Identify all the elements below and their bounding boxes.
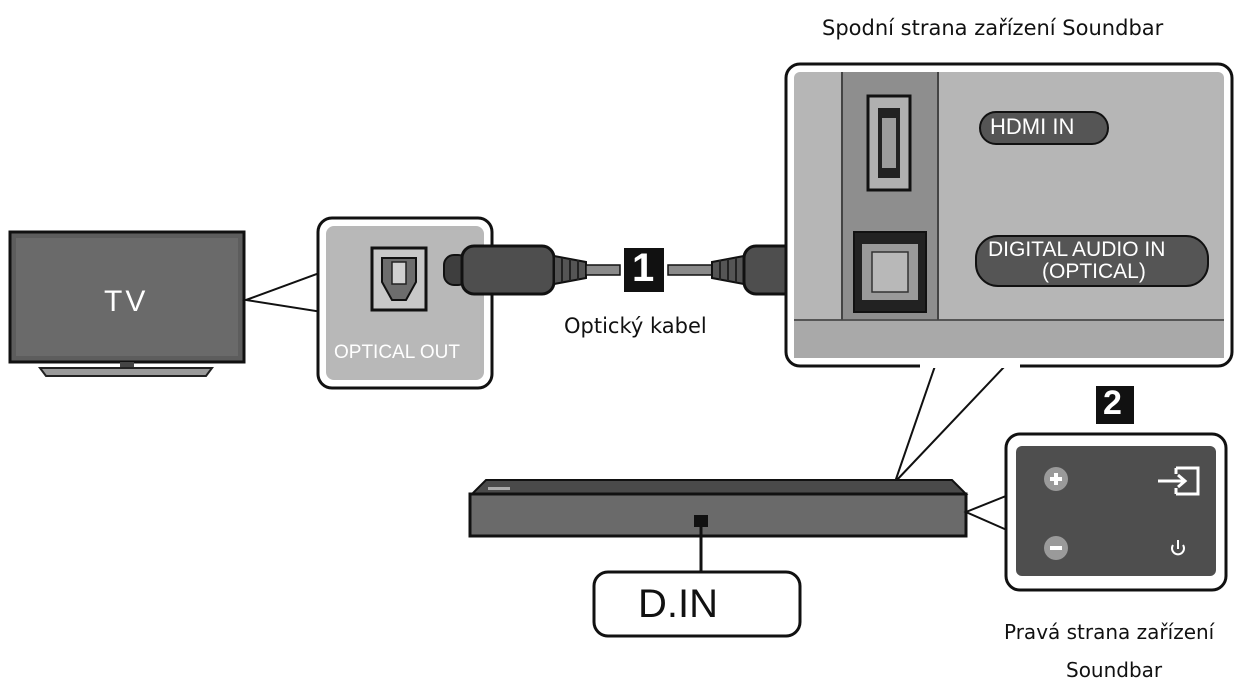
digital-audio-label-line1: DIGITAL AUDIO IN (988, 238, 1166, 261)
cable-label: Optický kabel (564, 314, 707, 338)
tv-callout-pointer (242, 270, 323, 314)
tv-label: TV (104, 285, 149, 318)
hdmi-in-label: HDMI IN (990, 114, 1075, 139)
din-label-box (592, 570, 802, 638)
volume-up-icon (1044, 467, 1068, 491)
bottom-panel-pointer (894, 365, 1008, 483)
digital-audio-pill (975, 235, 1209, 287)
right-side-label-line2: Soundbar (1066, 658, 1163, 682)
step-1-badge (624, 248, 664, 292)
soundbar-right-panel (1004, 432, 1228, 592)
power-icon (1171, 540, 1185, 556)
step-2-badge (1096, 386, 1134, 424)
optical-out-label: OPTICAL OUT (334, 342, 460, 363)
bottom-side-title: Spodní strana zařízení Soundbar (822, 16, 1164, 40)
volume-down-icon (1044, 536, 1068, 560)
hdmi-port-icon (866, 94, 912, 192)
soundbar-bottom-panel (784, 62, 1234, 368)
digital-audio-label-line2: (OPTICAL) (1042, 260, 1146, 283)
input-source-icon (1158, 466, 1200, 496)
din-label: D.IN (638, 582, 718, 626)
step-1-number: 1 (632, 246, 655, 290)
optical-port-icon (370, 246, 428, 312)
right-side-label-line1: Pravá strana zařízení (1004, 620, 1215, 644)
hdmi-in-pill (979, 111, 1109, 145)
tv (8, 230, 246, 377)
step-2-number: 2 (1103, 384, 1122, 422)
din-port-icon (694, 515, 708, 527)
digital-audio-port-icon (853, 231, 927, 313)
soundbar (468, 479, 969, 575)
